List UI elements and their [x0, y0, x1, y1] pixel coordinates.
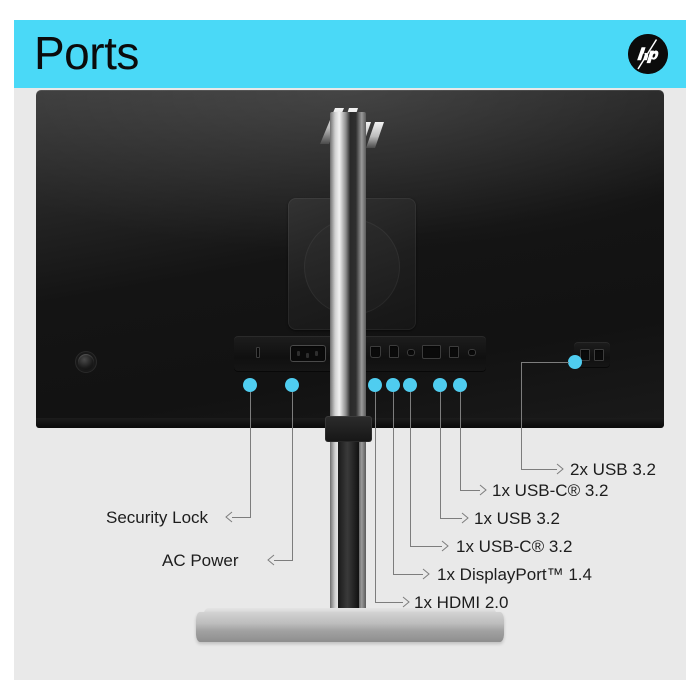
leader-ac-power-horizontal [274, 560, 293, 561]
leader-usb-pair-horizontal-bottom [521, 469, 557, 470]
right-port-bay [360, 336, 486, 372]
arrowhead-usb-a [461, 512, 469, 524]
callout-label-security-lock: Security Lock [106, 508, 209, 527]
hdmi-port [370, 346, 381, 358]
leader-hdmi-vertical [375, 392, 376, 602]
left-port-bay [234, 336, 338, 372]
leader-usbc-upstream-horizontal [410, 546, 442, 547]
usb-a-port [580, 349, 590, 361]
stand-base [196, 612, 504, 642]
callout-label-usbc-upstream: 1x USB-C® 3.2 [456, 537, 573, 556]
callout-dot-usbc-upstream[interactable] [403, 378, 417, 392]
arrowhead-security-lock [225, 511, 233, 523]
callout-dot-usbc-downstream[interactable] [453, 378, 467, 392]
usb-c-port-downstream [468, 349, 476, 356]
leader-usbc-downstream-horizontal [460, 490, 480, 491]
callout-dot-displayport[interactable] [386, 378, 400, 392]
leader-usb-a-vertical [440, 392, 441, 518]
usb-c-port-upstream [407, 349, 415, 356]
osd-joystick-control[interactable] [78, 354, 94, 370]
callout-label-displayport: 1x DisplayPort™ 1.4 [437, 565, 592, 584]
arrowhead-hdmi [402, 596, 410, 608]
leader-usb-pair-horizontal-top [521, 362, 569, 363]
hp-circle-logo [628, 34, 668, 74]
arrowhead-ac-power [267, 554, 275, 566]
callout-dot-hdmi[interactable] [368, 378, 382, 392]
callout-label-usbc-downstream: 1x USB-C® 3.2 [492, 481, 609, 500]
arrowhead-usbc-downstream [479, 484, 487, 496]
arrowhead-usb-pair [556, 463, 564, 475]
page-header: Ports [14, 20, 686, 88]
callout-dot-usb-a[interactable] [433, 378, 447, 392]
security-lock-slot [256, 347, 260, 358]
leader-usb-a-horizontal [440, 518, 462, 519]
arrowhead-displayport [422, 568, 430, 580]
leader-displayport-horizontal [393, 574, 423, 575]
leader-usbc-downstream-vertical [460, 392, 461, 490]
leader-usbc-upstream-vertical [410, 392, 411, 546]
arrowhead-usbc-upstream [441, 540, 449, 552]
stand-column-lower [338, 430, 359, 622]
callout-dot-usb-pair[interactable] [568, 355, 582, 369]
leader-security-lock-vertical [250, 392, 251, 517]
leader-ac-power-vertical [292, 392, 293, 560]
page-title: Ports [34, 27, 139, 80]
leader-usb-pair-vertical [521, 362, 522, 469]
callout-label-usb-pair: 2x USB 3.2 [570, 460, 656, 479]
leader-hdmi-horizontal [375, 602, 403, 603]
usb-a-port [594, 349, 604, 361]
callout-label-hdmi: 1x HDMI 2.0 [414, 593, 509, 612]
usb-a-port [449, 346, 459, 358]
cable-management-clip [325, 416, 372, 442]
ac-power-socket [290, 345, 326, 362]
callout-dot-security-lock[interactable] [243, 378, 257, 392]
leader-displayport-vertical [393, 392, 394, 574]
leader-security-lock-horizontal [232, 517, 251, 518]
callout-dot-ac-power[interactable] [285, 378, 299, 392]
rj45-port [422, 345, 441, 359]
displayport-port [389, 345, 399, 358]
callout-label-usb-a: 1x USB 3.2 [474, 509, 560, 528]
callout-label-ac-power: AC Power [162, 551, 239, 570]
